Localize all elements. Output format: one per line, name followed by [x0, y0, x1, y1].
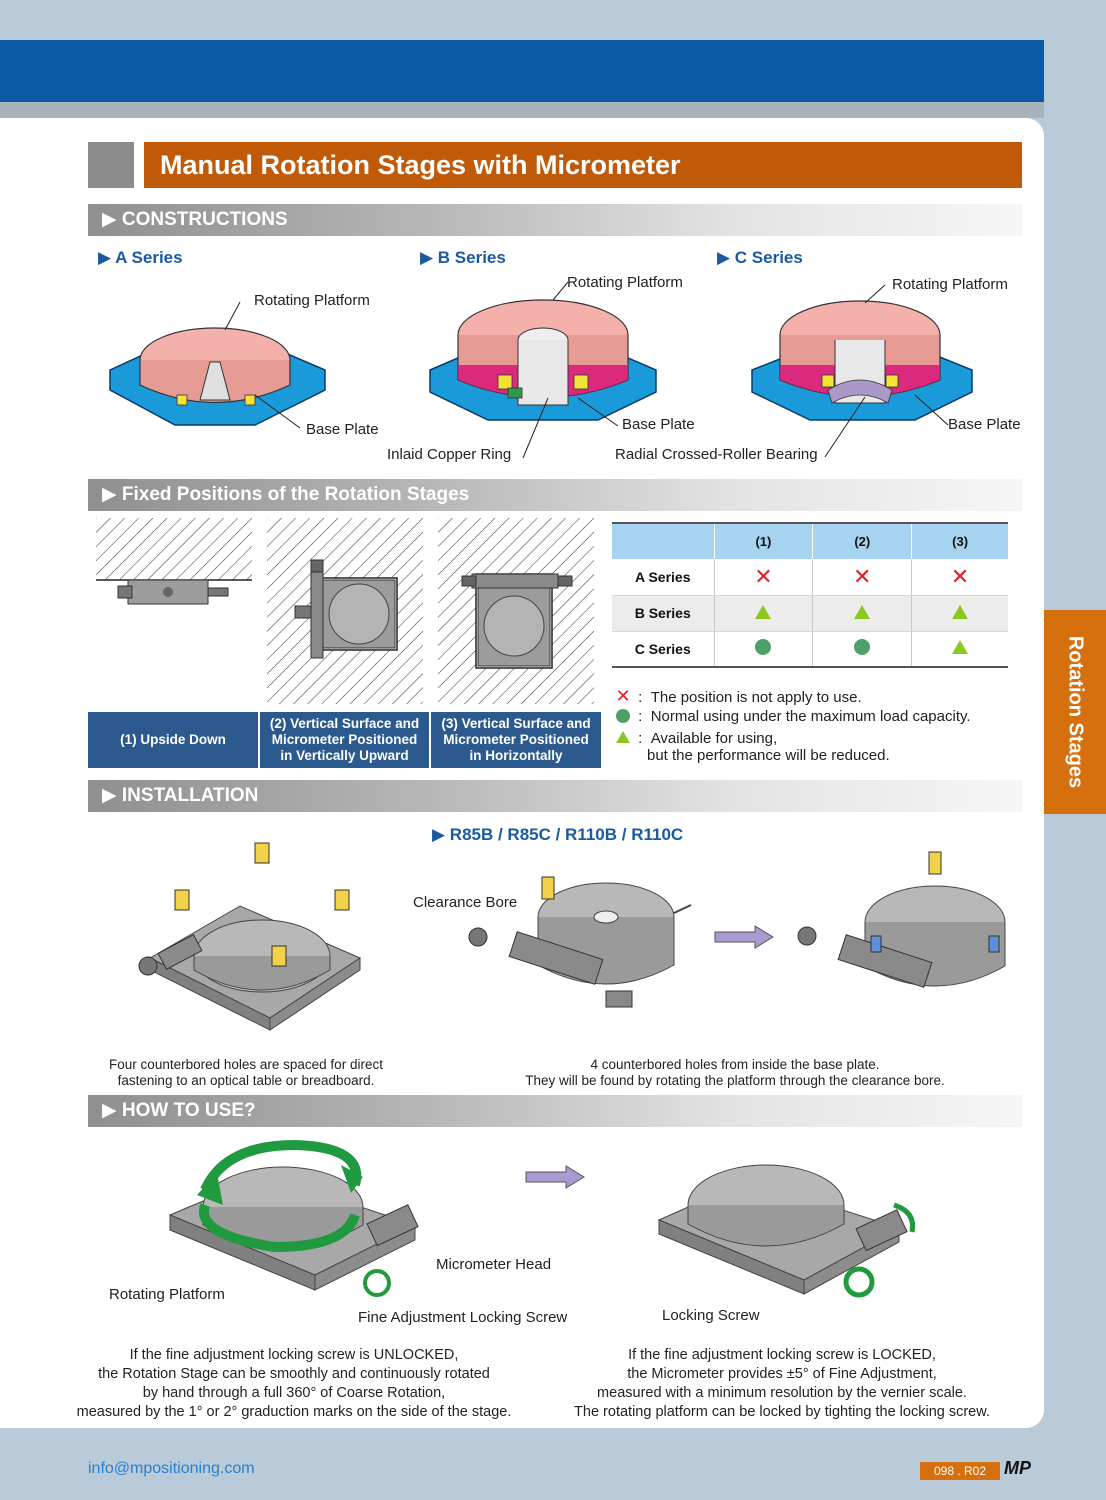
- c-series-diagram: [751, 284, 973, 458]
- top-blue-band: [0, 40, 1044, 102]
- triangle-mark: [911, 595, 1008, 632]
- fine-adjustment-locking-screw-label: Fine Adjustment Locking Screw: [358, 1309, 568, 1326]
- micrometer-head-label: Micrometer Head: [436, 1256, 552, 1273]
- position-3-illustration: [438, 518, 594, 704]
- installation-caption-right: 4 counterbored holes from inside the bas…: [525, 1057, 945, 1088]
- position-3-caption: (3) Vertical Surface and Micrometer Posi…: [431, 712, 601, 768]
- a-series-title: ▶ A Series: [98, 248, 183, 267]
- mp-logo: MP: [1004, 1458, 1031, 1478]
- section-how-to-use: ▶ HOW TO USE?: [88, 1095, 1022, 1127]
- position-2-illustration: [267, 518, 423, 704]
- table-row: A Series ✕ ✕ ✕: [612, 559, 1008, 596]
- b-rotating-platform-label: Rotating Platform: [567, 274, 683, 291]
- right-arrow-icon: [525, 1165, 585, 1189]
- position-compatibility-table: (1) (2) (3) A Series ✕ ✕ ✕ B Series C Se…: [612, 522, 1008, 668]
- legend-triangle: : Available for using,: [612, 730, 777, 747]
- installation-right-illustration: [797, 851, 1006, 988]
- section-installation: ▶ INSTALLATION: [88, 780, 1022, 812]
- locking-screw-label: Locking Screw: [662, 1307, 760, 1324]
- table-row: B Series: [612, 595, 1008, 632]
- page-title: Manual Rotation Stages with Micrometer: [144, 142, 1022, 188]
- how-to-use-left-illustration: [168, 1139, 419, 1297]
- top-shadow-band: [0, 102, 1044, 118]
- b-series-title: ▶ B Series: [420, 248, 506, 267]
- title-marker: [88, 142, 134, 188]
- cross-icon: ✕: [615, 686, 631, 706]
- circle-mark: [812, 631, 912, 668]
- circle-mark: [713, 631, 813, 668]
- legend-triangle-line2: but the performance will be reduced.: [647, 747, 890, 764]
- c-base-plate-label: Base Plate: [948, 416, 1021, 433]
- triangle-mark: [713, 595, 813, 632]
- circle-icon: [612, 708, 634, 725]
- clearance-bore-label: Clearance Bore: [413, 894, 518, 911]
- table-col-header: (1): [713, 522, 813, 559]
- a-base-plate-label: Base Plate: [306, 421, 379, 438]
- b-series-diagram: [429, 281, 657, 459]
- how-to-use-right-illustration: [657, 1164, 916, 1298]
- installation-caption-left: Four counterbored holes are spaced for d…: [109, 1057, 383, 1088]
- triangle-mark: [812, 595, 912, 632]
- side-tab-rotation-stages[interactable]: Rotation Stages: [1044, 610, 1106, 814]
- rotating-platform-label: Rotating Platform: [109, 1286, 225, 1303]
- cross-mark: ✕: [812, 559, 912, 596]
- section-constructions: ▶ CONSTRUCTIONS: [88, 204, 1022, 236]
- b-base-plate-label: Base Plate: [622, 416, 695, 433]
- section-fixed-positions: ▶ Fixed Positions of the Rotation Stages: [88, 479, 1022, 511]
- installation-left-illustration: [138, 842, 362, 1031]
- cross-mark: ✕: [713, 559, 813, 596]
- cross-mark: ✕: [911, 559, 1008, 596]
- legend-cross: ✕ : The position is not apply to use.: [612, 686, 861, 706]
- footer-page-number: 098 . R02: [920, 1462, 1000, 1480]
- how-to-use-text-locked: If the fine adjustment locking screw is …: [574, 1347, 990, 1420]
- position-2-caption: (2) Vertical Surface and Micrometer Posi…: [260, 712, 429, 768]
- installation-models-title: ▶ R85B / R85C / R110B / R110C: [432, 825, 684, 844]
- b-copper-ring-label: Inlaid Copper Ring: [387, 446, 512, 463]
- legend-circle: : Normal using under the maximum load ca…: [612, 708, 971, 725]
- right-arrow-icon: [714, 925, 774, 949]
- installation-middle-illustration: [468, 876, 692, 1008]
- c-bearing-label: Radial Crossed-Roller Bearing: [615, 446, 818, 463]
- a-rotating-platform-label: Rotating Platform: [254, 292, 370, 309]
- c-rotating-platform-label: Rotating Platform: [892, 276, 1008, 293]
- table-col-header: (3): [911, 522, 1008, 559]
- position-1-caption: (1) Upside Down: [88, 712, 258, 768]
- table-col-header: (2): [812, 522, 912, 559]
- footer-email-link[interactable]: info@mpositioning.com: [88, 1460, 255, 1477]
- triangle-mark: [911, 631, 1008, 668]
- how-to-use-text-unlocked: If the fine adjustment locking screw is …: [76, 1347, 512, 1420]
- triangle-icon: [612, 730, 634, 747]
- table-row: C Series: [612, 631, 1008, 668]
- a-series-diagram: [109, 301, 326, 429]
- position-1-illustration: [96, 518, 252, 605]
- table-corner: [612, 522, 714, 559]
- c-series-title: ▶ C Series: [717, 248, 803, 267]
